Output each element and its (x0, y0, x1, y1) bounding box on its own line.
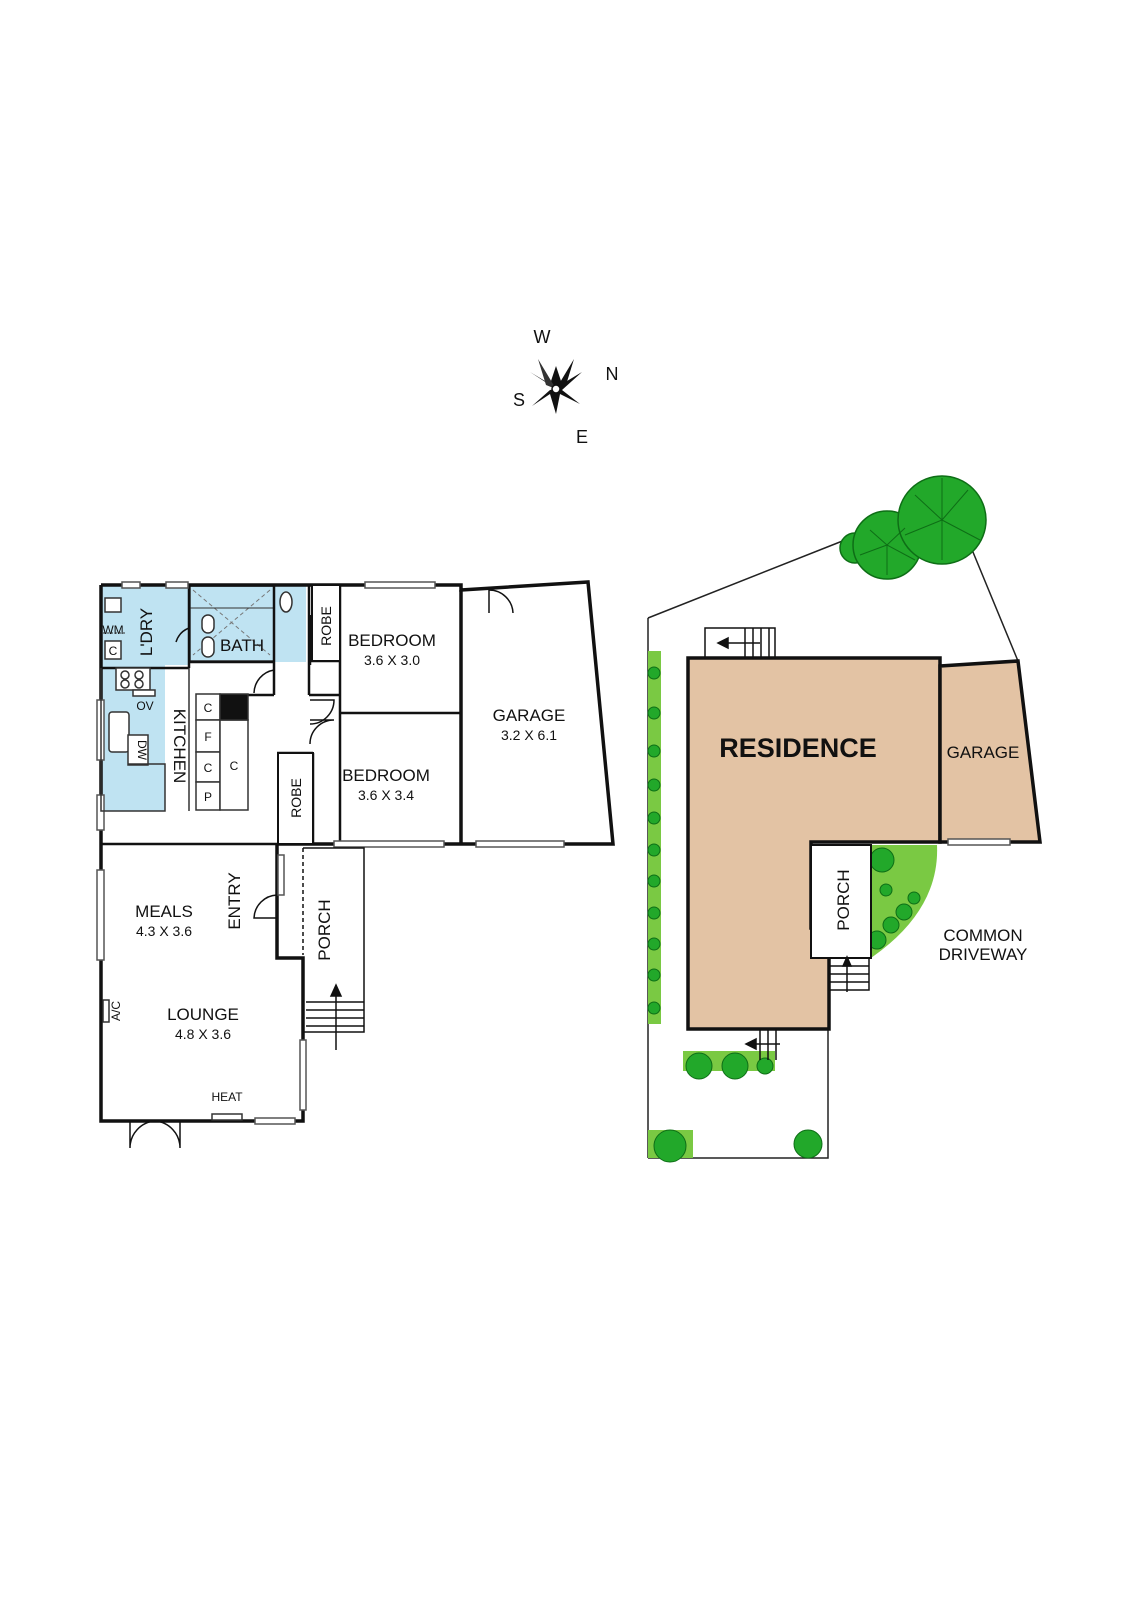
compass-s: S (513, 390, 525, 410)
driveway-label-line2: DRIVEWAY (939, 945, 1028, 964)
site-plan: RESIDENCE GARAGE PORCH COMMON DRIVEWAY (647, 475, 1042, 1163)
robe-label-2: ROBE (288, 778, 304, 818)
lounge-name: LOUNGE (167, 1005, 239, 1024)
cupboard-label-2: C (204, 761, 213, 775)
lounge-size: 4.8 X 3.6 (175, 1026, 231, 1042)
meals-size: 4.3 X 3.6 (136, 923, 192, 939)
cupboard-label-3: C (230, 759, 239, 773)
garage-name: GARAGE (493, 706, 566, 725)
floor-plan: L'DRY BATH KITCHEN ROBE ROBE BEDROOM 3.6… (96, 580, 615, 1149)
garage-size: 3.2 X 6.1 (501, 727, 557, 743)
dishwasher-label: DW (135, 740, 149, 761)
bedroom-2-size: 3.6 X 3.4 (358, 787, 414, 803)
oven-label: OV (136, 699, 153, 713)
meals-name: MEALS (135, 902, 193, 921)
bedroom-1-name: BEDROOM (348, 631, 436, 650)
driveway-label-line1: COMMON (943, 926, 1022, 945)
laundry-cupboard-label: C (109, 644, 118, 658)
bedroom-2-name: BEDROOM (342, 766, 430, 785)
site-porch-label: PORCH (834, 869, 853, 930)
entry-label: ENTRY (225, 872, 244, 929)
bath-label: BATH (220, 636, 264, 655)
cupboard-label-1: C (204, 701, 213, 715)
hedge-strip (648, 651, 661, 1024)
compass-rose: W N S E (513, 327, 619, 447)
compass-w: W (534, 327, 551, 347)
laundry-label: L'DRY (137, 608, 156, 656)
heater-label: HEAT (211, 1090, 243, 1104)
compass-e: E (576, 427, 588, 447)
ac-label: A/C (109, 1001, 123, 1021)
garage-block (938, 659, 1042, 844)
bedroom-1-size: 3.6 X 3.0 (364, 652, 420, 668)
kitchen-label: KITCHEN (170, 709, 189, 784)
site-garage-label: GARAGE (947, 743, 1020, 762)
fridge-label: F (204, 730, 211, 744)
residence-block (686, 656, 942, 1031)
wm-label: WM (102, 623, 123, 637)
compass-n: N (606, 364, 619, 384)
robe-label-1: ROBE (318, 606, 334, 646)
porch-label: PORCH (315, 899, 334, 960)
pantry-label: P (204, 790, 212, 804)
residence-label: RESIDENCE (719, 733, 877, 763)
